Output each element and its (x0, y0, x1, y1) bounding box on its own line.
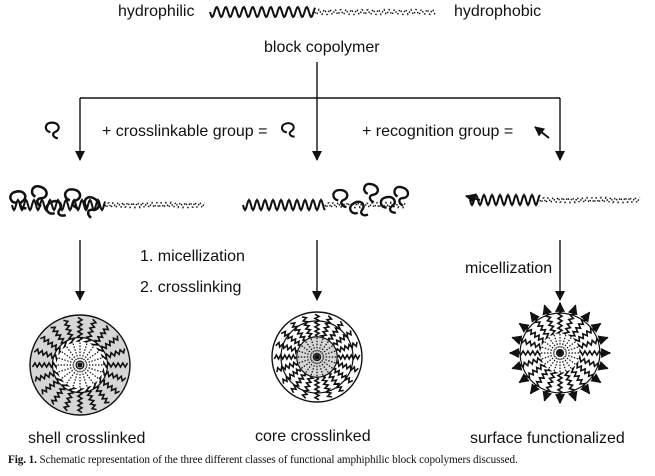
crosslink-hook-icon (83, 195, 101, 219)
recognition-group-icon (534, 126, 550, 139)
core-crosslinked-label: core crosslinked (255, 428, 371, 445)
core-crosslinked-micelle (271, 311, 363, 403)
crosslink-hook-icon (44, 121, 60, 140)
shell-crosslinkable-chain (9, 184, 206, 219)
crosslink-hook-icon (9, 190, 27, 210)
figure-number: Fig. 1. (8, 454, 37, 466)
recognition-group-label: + recognition group = (362, 123, 514, 140)
recognition-functional-chain (465, 193, 641, 207)
hydrophilic-label: hydrophilic (118, 3, 195, 20)
micellization-step-label: 1. micellization (140, 248, 245, 265)
caption-text: Schematic representation of the three di… (39, 454, 518, 466)
shell-crosslinked-micelle (29, 314, 131, 416)
crosslinking-step-label: 2. crosslinking (140, 279, 242, 296)
crosslink-hook-icon (332, 188, 349, 209)
crosslink-hook-icon (63, 188, 82, 210)
crosslinkable-group-label: + crosslinkable group = (102, 123, 268, 140)
surface-functionalized-micelle (508, 301, 612, 405)
block-copolymer-label: block copolymer (264, 39, 380, 56)
micellization-label: micellization (465, 260, 553, 277)
crosslink-hook-icon (30, 184, 48, 208)
crosslink-group-icon (44, 121, 60, 140)
branch-lines (75, 62, 565, 301)
surface-functionalized-label: surface functionalized (470, 430, 625, 447)
crosslink-hook-icon (393, 185, 410, 207)
crosslink-hook-icon (379, 195, 396, 214)
crosslink-group-icon (281, 122, 295, 138)
figure-caption: Fig. 1. Schematic representation of the … (8, 454, 518, 466)
crosslink-hook-icon (281, 122, 295, 138)
crosslink-hook-icon (363, 182, 379, 204)
crosslink-hook-icon (45, 199, 67, 217)
crosslink-hook-icon (349, 200, 369, 217)
core-crosslinkable-chain (242, 182, 410, 217)
top-copolymer-chain (209, 5, 436, 19)
hydrophobic-label: hydrophobic (454, 3, 542, 20)
shell-crosslinked-label: shell crosslinked (28, 430, 146, 447)
